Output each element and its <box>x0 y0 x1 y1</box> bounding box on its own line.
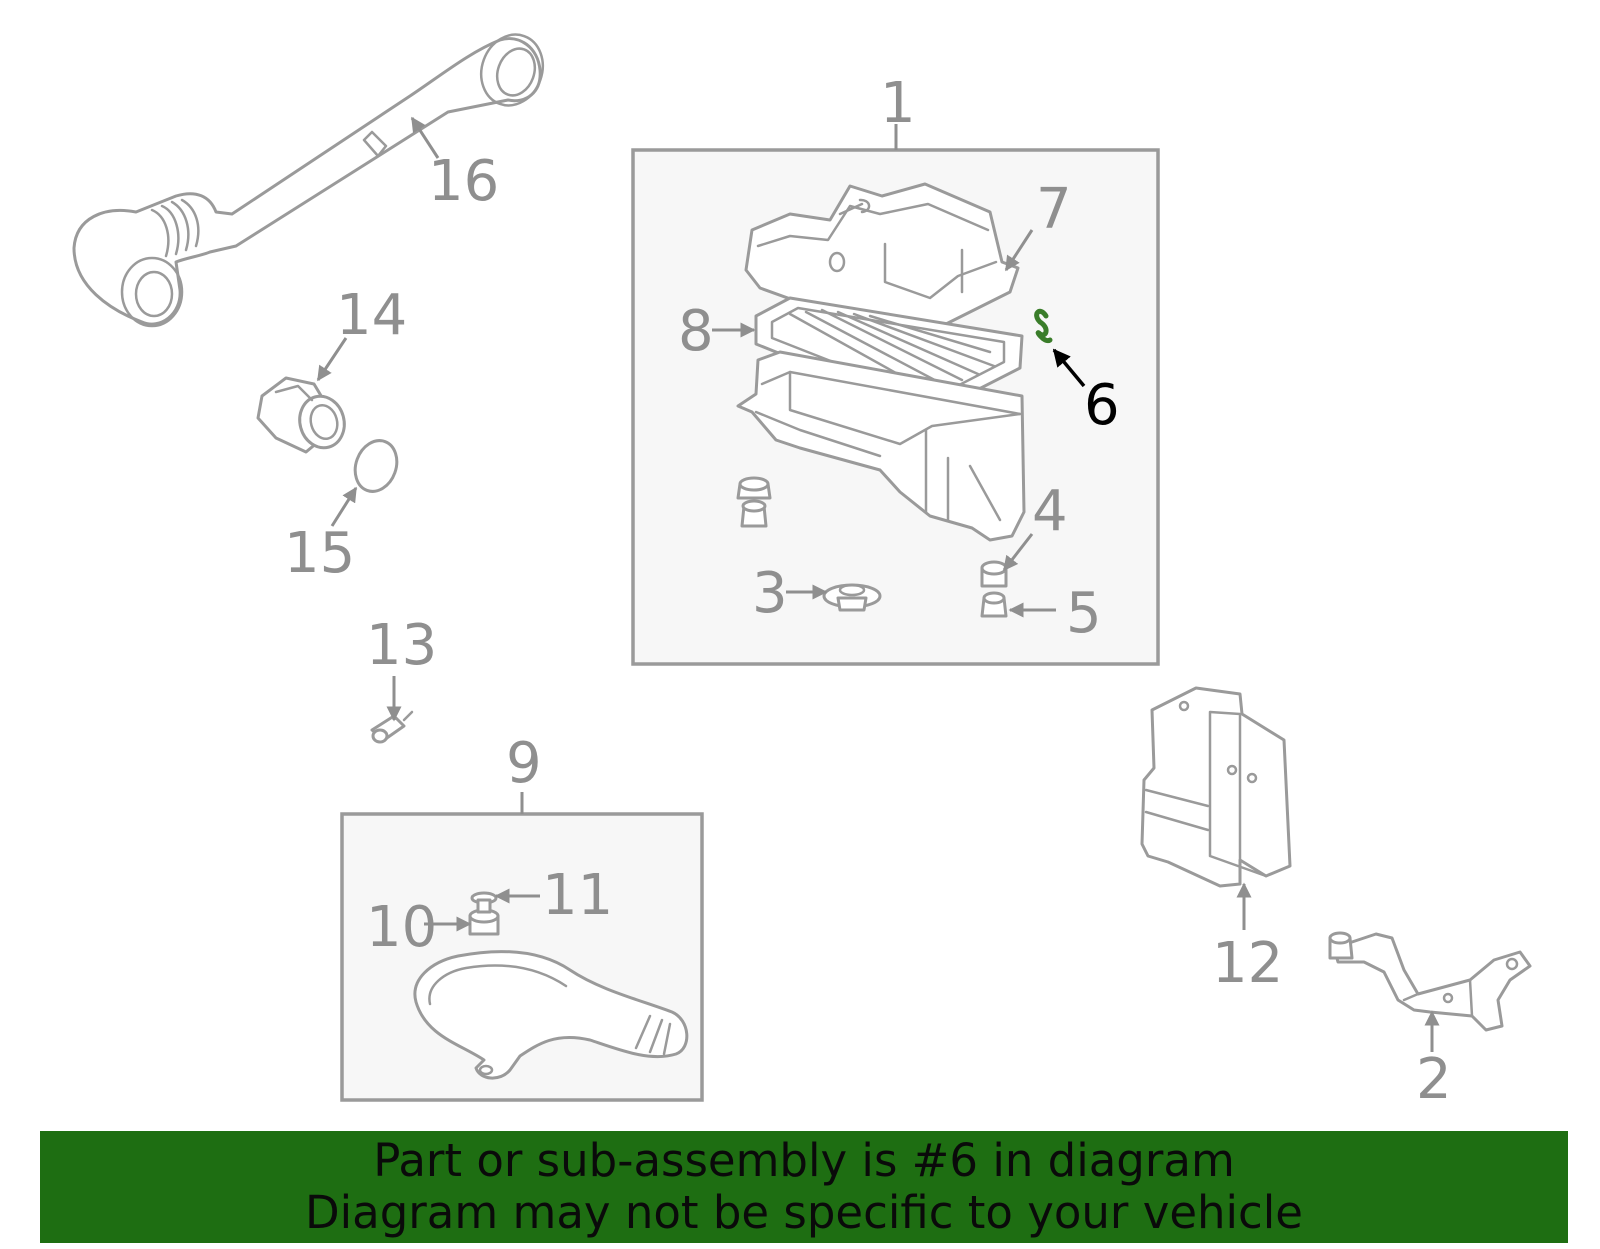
callout-15[interactable]: 15 <box>284 521 355 586</box>
air-cleaner-cover[interactable] <box>744 182 1020 338</box>
callout-11[interactable]: 11 <box>542 863 613 928</box>
callout-4[interactable]: 4 <box>1032 479 1068 544</box>
callout-7[interactable]: 7 <box>1036 177 1072 242</box>
callout-6-leader <box>1052 348 1086 388</box>
heat-shield-12[interactable] <box>1140 686 1292 888</box>
callout-9[interactable]: 9 <box>506 731 542 796</box>
callout-12[interactable]: 12 <box>1212 931 1283 996</box>
callout-14[interactable]: 14 <box>336 283 407 348</box>
info-banner: Part or sub-assembly is #6 in diagram Di… <box>40 1131 1568 1243</box>
callout-15-leader <box>330 486 358 527</box>
collar-5[interactable] <box>980 591 1008 618</box>
callout-13[interactable]: 13 <box>366 613 437 678</box>
resonator-assembly-group: 9 10 11 <box>340 731 704 1102</box>
air-cleaner-lower-case[interactable] <box>736 350 1026 542</box>
o-ring-15[interactable] <box>348 435 403 498</box>
banner-line-disclaimer: Diagram may not be specific to your vehi… <box>305 1186 1303 1239</box>
mass-air-flow-sensor-14[interactable] <box>256 376 350 454</box>
callout-7-leader <box>1004 229 1034 272</box>
callout-10[interactable]: 10 <box>366 895 437 960</box>
callout-3[interactable]: 3 <box>752 561 788 626</box>
banner-line-part-number: Part or sub-assembly is #6 in diagram <box>373 1134 1235 1187</box>
grommet-4[interactable] <box>980 560 1008 588</box>
callout-16-leader <box>410 116 440 159</box>
callout-8[interactable]: 8 <box>678 299 714 364</box>
sensor-13[interactable] <box>370 710 414 744</box>
callout-1[interactable]: 1 <box>880 71 916 136</box>
callout-5[interactable]: 5 <box>1066 581 1102 646</box>
air-cleaner-assembly-group: 1 7 8 <box>631 71 1160 666</box>
grommet-upper-left[interactable] <box>736 476 772 528</box>
callout-14-leader <box>316 337 348 382</box>
grommet-3[interactable] <box>822 583 882 612</box>
callout-16[interactable]: 16 <box>428 149 499 214</box>
callout-2[interactable]: 2 <box>1416 1047 1452 1112</box>
callout-4-leader <box>1002 533 1034 572</box>
intake-duct-resonator[interactable] <box>413 950 689 1080</box>
intake-hose-16[interactable] <box>72 26 553 328</box>
bracket-2[interactable] <box>1328 931 1532 1032</box>
clip-6-highlighted[interactable] <box>1034 308 1053 344</box>
callout-6[interactable]: 6 <box>1084 373 1120 438</box>
grommet-10[interactable] <box>468 908 500 936</box>
